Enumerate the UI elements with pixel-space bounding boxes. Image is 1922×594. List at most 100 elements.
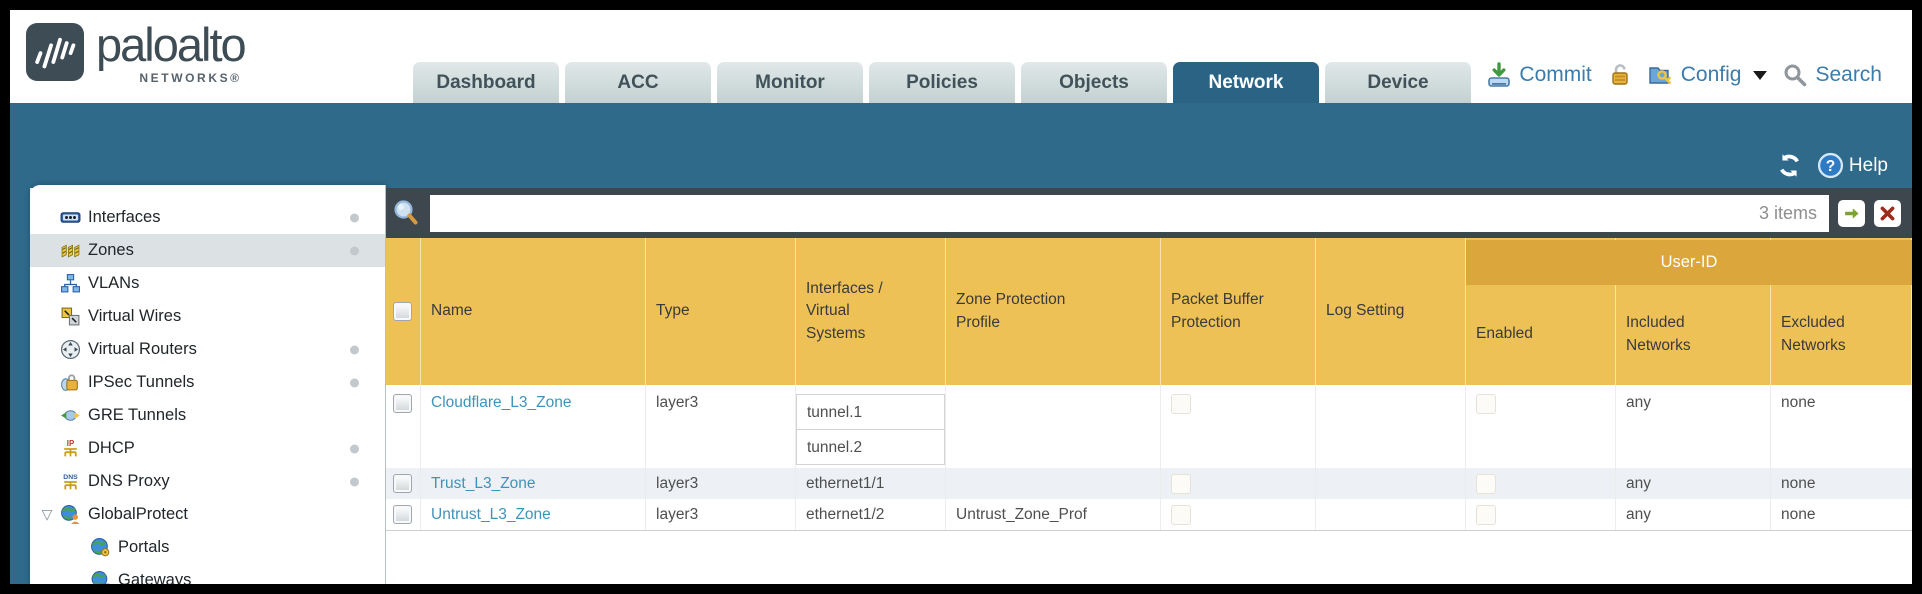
sidebar-item-label: Virtual Routers: [88, 340, 197, 358]
items-count: 3 items: [1758, 202, 1817, 223]
sidebar-item-ipsec-tunnels[interactable]: IPSec Tunnels: [30, 366, 385, 399]
clear-filter-button[interactable]: [1874, 199, 1901, 227]
sidebar-item-label: Virtual Wires: [88, 307, 182, 325]
interface-box: tunnel.1: [796, 394, 945, 430]
sidebar-item-vlans[interactable]: VLANs: [30, 267, 385, 300]
top-actions: Commit Config Search: [1486, 62, 1882, 88]
help-button[interactable]: ? Help: [1817, 152, 1888, 179]
sidebar-item-label: GRE Tunnels: [88, 406, 187, 424]
sidebar-item-label: IPSec Tunnels: [88, 373, 195, 391]
packet-buffer-checkbox[interactable]: [1171, 473, 1191, 494]
search-button[interactable]: Search: [1782, 62, 1882, 88]
select-all-checkbox[interactable]: [393, 302, 412, 321]
column-header-packet-buffer-protection: Packet Buffer Protection: [1161, 238, 1316, 385]
user-id-enabled-checkbox[interactable]: [1476, 394, 1496, 414]
svg-text:IP: IP: [66, 439, 73, 448]
gre-tunnels-icon: [58, 405, 82, 426]
cell-excluded-networks: none: [1781, 505, 1816, 523]
status-dot: [350, 213, 359, 222]
column-header-interfaces-virtual-systems: Interfaces / Virtual Systems: [796, 238, 946, 385]
interface-box: tunnel.2: [796, 429, 945, 465]
packet-buffer-checkbox[interactable]: [1171, 504, 1191, 525]
sidebar-item-interfaces[interactable]: Interfaces: [30, 201, 385, 234]
svg-text:?: ?: [1826, 158, 1836, 175]
column-header-excluded-networks: Excluded Networks: [1771, 238, 1912, 385]
cell-zone-protection-profile: Untrust_Zone_Prof: [946, 499, 1161, 530]
header-select-cell: [386, 238, 421, 385]
sidebar-item-zones[interactable]: Zones: [30, 234, 385, 267]
sidebar-item-label: Portals: [118, 538, 170, 556]
red-x-icon: [1880, 206, 1895, 220]
sidebar-item-globalprotect[interactable]: ▽ GlobalProtect: [30, 498, 385, 531]
cell-type: layer3: [646, 499, 796, 530]
tab-acc[interactable]: ACC: [565, 62, 711, 103]
cell-select: [386, 385, 421, 468]
user-id-enabled-checkbox[interactable]: [1476, 473, 1496, 494]
cell-zone-protection-profile: [946, 468, 1161, 499]
cell-interfaces: ethernet1/2: [796, 499, 946, 530]
cell-user-id-enabled: [1466, 385, 1616, 468]
sidebar-item-label: GlobalProtect: [88, 505, 188, 523]
search-label: Search: [1815, 63, 1882, 86]
tab-network[interactable]: Network: [1173, 62, 1319, 103]
sidebar-item-dns-proxy[interactable]: DNS DNS Proxy: [30, 465, 385, 498]
row-select-checkbox[interactable]: [393, 474, 412, 493]
cell-user-id-enabled: [1466, 468, 1616, 499]
virtual-routers-icon: [58, 339, 82, 360]
commit-button[interactable]: Commit: [1486, 62, 1592, 88]
zone-name-link[interactable]: Untrust_L3_Zone: [431, 505, 551, 523]
column-header-zone-protection-profile: Zone Protection Profile: [946, 238, 1161, 385]
config-label: Config: [1680, 63, 1742, 86]
sidebar-item-virtual-wires[interactable]: Virtual Wires: [30, 300, 385, 333]
user-id-group-header: User-ID: [1466, 240, 1912, 285]
context-band: ? Help: [10, 103, 1912, 188]
column-header-enabled: Enabled: [1466, 238, 1616, 385]
cell-zone-protection-profile: [946, 385, 1161, 468]
refresh-icon[interactable]: [1776, 152, 1803, 179]
zone-name-link[interactable]: Cloudflare_L3_Zone: [431, 394, 572, 411]
tab-objects[interactable]: Objects: [1021, 62, 1167, 103]
chevron-down-icon: [1753, 70, 1768, 80]
sidebar-item-portals[interactable]: Portals: [30, 531, 385, 564]
filter-search-icon: [391, 198, 421, 228]
column-header-log-setting: Log Setting: [1316, 238, 1466, 385]
sidebar-item-label: DNS Proxy: [88, 472, 170, 490]
cell-user-id-enabled: [1466, 499, 1616, 530]
interfaces-icon: [58, 207, 82, 228]
lock-icon[interactable]: [1607, 62, 1633, 88]
cell-excluded-networks: none: [1781, 394, 1816, 411]
expander-icon[interactable]: ▽: [41, 506, 53, 522]
dns-proxy-icon: DNS: [58, 471, 82, 492]
globalprotect-icon: [58, 504, 82, 525]
tab-policies[interactable]: Policies: [869, 62, 1015, 103]
left-margin-strip: [10, 188, 30, 584]
cell-log-setting: [1316, 499, 1466, 530]
packet-buffer-checkbox[interactable]: [1171, 394, 1191, 414]
sidebar-item-gre-tunnels[interactable]: GRE Tunnels: [30, 399, 385, 432]
cell-included-networks: any: [1616, 385, 1771, 468]
sidebar-item-gateways[interactable]: Gateways: [30, 564, 385, 584]
user-id-enabled-checkbox[interactable]: [1476, 504, 1496, 525]
green-arrow-icon: [1845, 207, 1859, 219]
sidebar-item-virtual-routers[interactable]: Virtual Routers: [30, 333, 385, 366]
tab-device[interactable]: Device: [1325, 62, 1471, 103]
tab-dashboard[interactable]: Dashboard: [413, 62, 559, 103]
status-dot: [350, 444, 359, 453]
cell-interfaces: ethernet1/1: [796, 468, 946, 499]
zone-name-link[interactable]: Trust_L3_Zone: [431, 474, 536, 492]
row-select-checkbox[interactable]: [393, 505, 412, 524]
apply-filter-button[interactable]: [1838, 199, 1865, 227]
zone-filter-input[interactable]: [430, 194, 1759, 232]
config-button[interactable]: Config: [1648, 62, 1768, 88]
paloalto-logo-icon: [26, 23, 84, 81]
row-select-checkbox[interactable]: [393, 394, 412, 413]
status-dot: [350, 477, 359, 486]
cell-excluded-networks: none: [1781, 474, 1816, 492]
tab-monitor[interactable]: Monitor: [717, 62, 863, 103]
